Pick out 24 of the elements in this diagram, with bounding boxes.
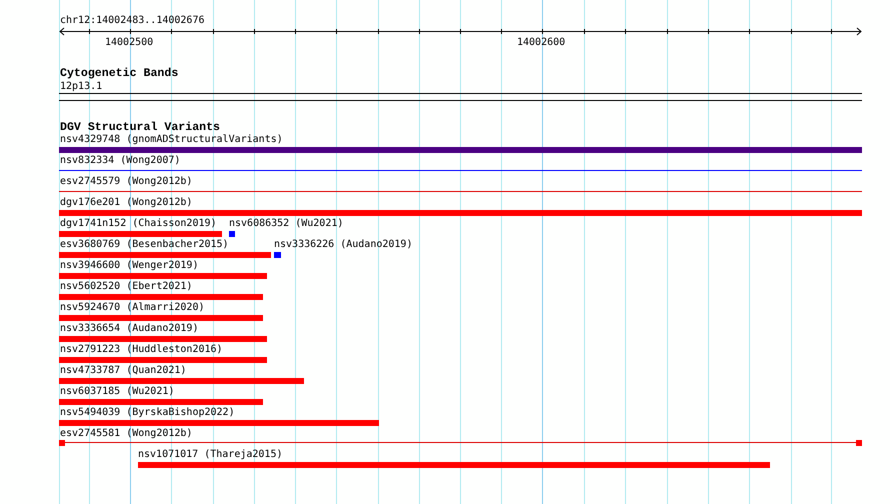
- variant-label: nsv4329748 (gnomADStructuralVariants): [60, 134, 283, 145]
- variant-label: esv2745581 (Wong2012b): [60, 428, 192, 439]
- variant-label: dgv1741n152 (Chaisson2019): [60, 218, 217, 229]
- variant-label: nsv5494039 (ByrskaBishop2022): [60, 407, 235, 418]
- variant-label: nsv832334 (Wong2007): [60, 155, 180, 166]
- track-title: Cytogenetic Bands: [60, 68, 178, 80]
- variant-label: nsv6086352 (Wu2021): [229, 218, 344, 229]
- variant-label: esv2745579 (Wong2012b): [60, 176, 192, 187]
- variant-label: nsv3336226 (Audano2019): [274, 239, 412, 250]
- variant-label: nsv4733787 (Quan2021): [60, 365, 186, 376]
- track-title: DGV Structural Variants: [60, 122, 220, 134]
- variant-label: dgv176e201 (Wong2012b): [60, 197, 192, 208]
- variant-label: nsv6037185 (Wu2021): [60, 386, 174, 397]
- variant-label: nsv5924670 (Almarri2020): [60, 302, 204, 313]
- variant-label: nsv5602520 (Ebert2021): [60, 281, 192, 292]
- band-label: 12p13.1: [60, 81, 102, 92]
- variant-label: nsv1071017 (Thareja2015): [138, 449, 282, 460]
- variant-label: nsv2791223 (Huddleston2016): [60, 344, 223, 355]
- variant-label: nsv3336654 (Audano2019): [60, 323, 198, 334]
- region-label: chr12:14002483..14002676: [60, 15, 204, 26]
- variant-label: esv3680769 (Besenbacher2015): [60, 239, 229, 250]
- variant-label: nsv3946600 (Wenger2019): [60, 260, 198, 271]
- tick-label: 14002600: [517, 37, 566, 48]
- tick-label: 14002500: [105, 37, 154, 48]
